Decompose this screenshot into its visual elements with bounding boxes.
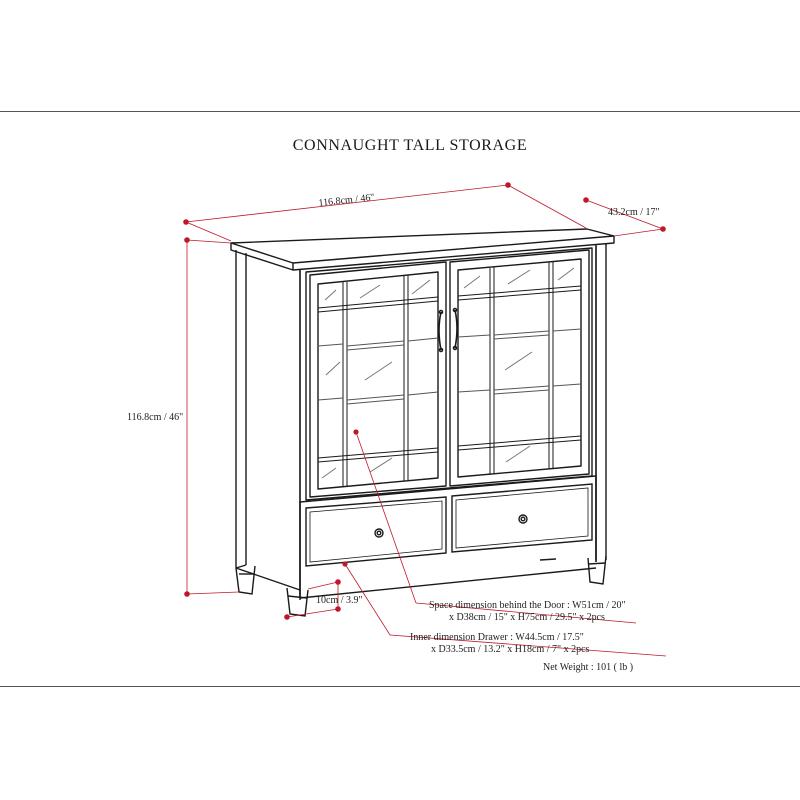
leg-height-label: 10cm / 3.9" xyxy=(316,595,363,606)
door-space-note-line2: x D38cm / 15" x H75cm / 29.5" x 2pcs xyxy=(449,612,605,623)
drawer-note-line2: x D33.5cm / 13.2" x H18cm / 7" x 2pcs xyxy=(431,644,590,655)
top-rule xyxy=(0,111,800,112)
door-space-note-line1: Space dimension behind the Door : W51cm … xyxy=(429,600,626,611)
cabinet-body xyxy=(230,228,615,600)
door-handles xyxy=(438,307,458,353)
bottom-rule xyxy=(0,686,800,687)
door-space-leader xyxy=(355,431,417,604)
depth-dimension-line xyxy=(585,199,664,230)
drawer-note-line1: Inner dimension Drawer : W44.5cm / 17.5" xyxy=(410,632,584,643)
dimension-lines xyxy=(185,184,667,657)
depth-label: 43.2cm / 17" xyxy=(608,207,660,218)
net-weight-label: Net Weight : 101 ( lb ) xyxy=(543,662,634,673)
right-door-muntins xyxy=(457,262,582,475)
left-door-muntins xyxy=(317,275,439,486)
height-label: 116.8cm / 46" xyxy=(127,412,184,423)
leg-dimension-line xyxy=(286,608,339,618)
drawer-leader xyxy=(344,563,391,636)
dimension-endpoints xyxy=(183,182,666,620)
drawers xyxy=(305,483,593,567)
diagram-title: CONNAUGHT TALL STORAGE xyxy=(292,137,528,154)
width-dimension-line xyxy=(185,184,509,223)
